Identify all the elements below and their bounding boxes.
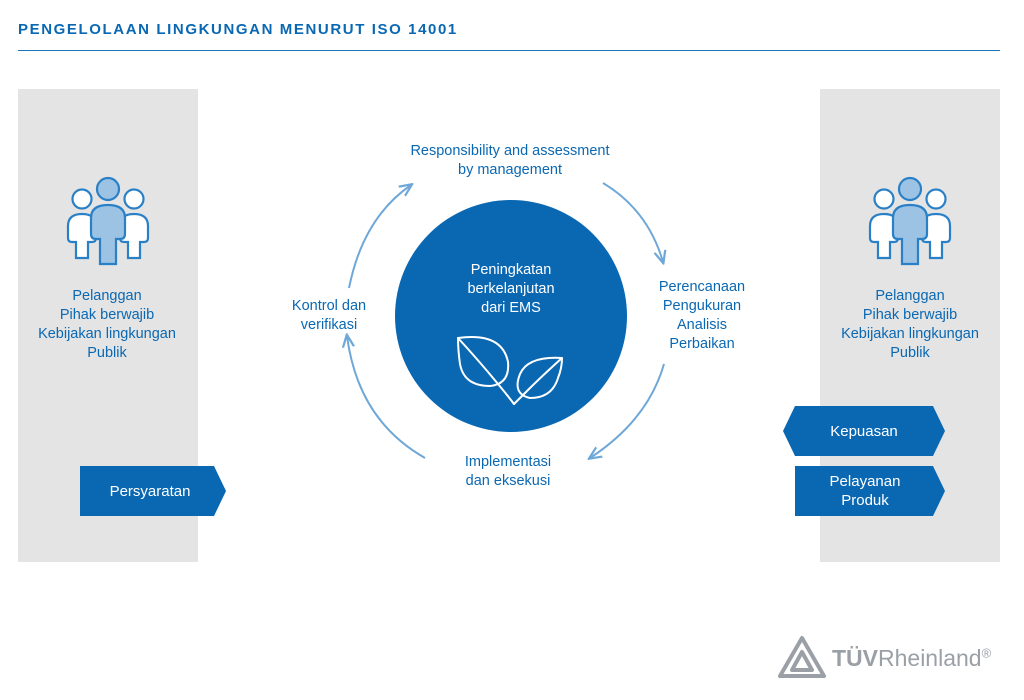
stakeholder-public: Publik — [890, 345, 930, 361]
satisfaction-arrow-label: Kepuasan — [792, 406, 936, 456]
step-planning-analysis: Perencanaan Pengukuran Analisis Perbaika… — [642, 278, 762, 354]
people-group-icon — [66, 176, 150, 266]
center-line-1: Peningkatan — [470, 262, 552, 278]
requirement-arrow-shape — [80, 466, 226, 516]
registered-mark: ® — [981, 645, 992, 661]
arrow-right-to-bottom — [590, 363, 665, 458]
requirement-arrow-label: Persyaratan — [80, 466, 220, 516]
stakeholder-customer: Pelanggan — [72, 288, 142, 304]
product-text: Produk — [841, 492, 889, 509]
step-control-verification: Kontrol dan verifikasi — [277, 297, 381, 335]
satisfaction-arrow-shape — [783, 406, 945, 456]
arrow-top-to-right — [602, 182, 663, 262]
stakeholder-customer: Pelanggan — [875, 288, 945, 304]
center-line-2: berkelanjutan — [467, 281, 555, 297]
tuv-triangle-logo-icon — [778, 636, 826, 678]
stakeholder-policy: Kebijakan lingkungan — [841, 326, 979, 342]
step-right-line-3: Analisis — [677, 317, 727, 333]
brand-logo-bold: TÜV — [832, 645, 878, 671]
center-line-3: dari EMS — [481, 300, 541, 316]
arrow-bottom-to-left — [347, 336, 426, 459]
stakeholder-authority: Pihak berwajib — [59, 307, 155, 323]
step-top-line-1: Responsibility and assessment — [410, 143, 610, 159]
step-left-line-2: verifikasi — [300, 317, 358, 333]
stakeholder-policy: Kebijakan lingkungan — [38, 326, 176, 342]
brand-logo-regular: Rheinland — [878, 645, 982, 671]
stakeholder-authority: Pihak berwajib — [862, 307, 958, 323]
satisfaction-text: Kepuasan — [830, 422, 898, 440]
page-title: PENGELOLAAN LINGKUNGAN MENURUT ISO 14001 — [18, 21, 458, 38]
brand-logo: TÜVRheinland® — [832, 645, 991, 672]
requirement-text: Persyaratan — [109, 482, 191, 500]
step-responsibility-assessment: Responsibility and assessment by managem… — [382, 142, 638, 180]
left-stakeholder-list: Pelanggan Pihak berwajib Kebijakan lingk… — [7, 287, 207, 363]
service-product-arrow-shape — [795, 466, 945, 516]
title-divider — [18, 50, 1000, 51]
step-bottom-line-2: dan eksekusi — [465, 473, 551, 489]
people-group-icon — [868, 176, 952, 266]
step-right-line-4: Perbaikan — [669, 336, 735, 352]
right-stakeholder-list: Pelanggan Pihak berwajib Kebijakan lingk… — [810, 287, 1010, 363]
center-circle — [395, 200, 627, 432]
center-label: Peningkatan berkelanjutan dari EMS — [395, 261, 627, 318]
step-left-line-1: Kontrol dan — [291, 298, 367, 314]
leaves-icon — [457, 336, 563, 405]
stakeholder-public: Publik — [87, 345, 127, 361]
step-right-line-1: Perencanaan — [658, 279, 746, 295]
service-text: Pelayanan — [829, 473, 901, 490]
step-implementation: Implementasi dan eksekusi — [446, 453, 570, 491]
step-right-line-2: Pengukuran — [662, 298, 742, 314]
step-top-line-2: by management — [458, 162, 562, 178]
service-product-arrow-label: Pelayanan Produk — [795, 466, 935, 516]
arrow-left-to-top — [348, 185, 411, 289]
step-bottom-line-1: Implementasi — [464, 454, 552, 470]
